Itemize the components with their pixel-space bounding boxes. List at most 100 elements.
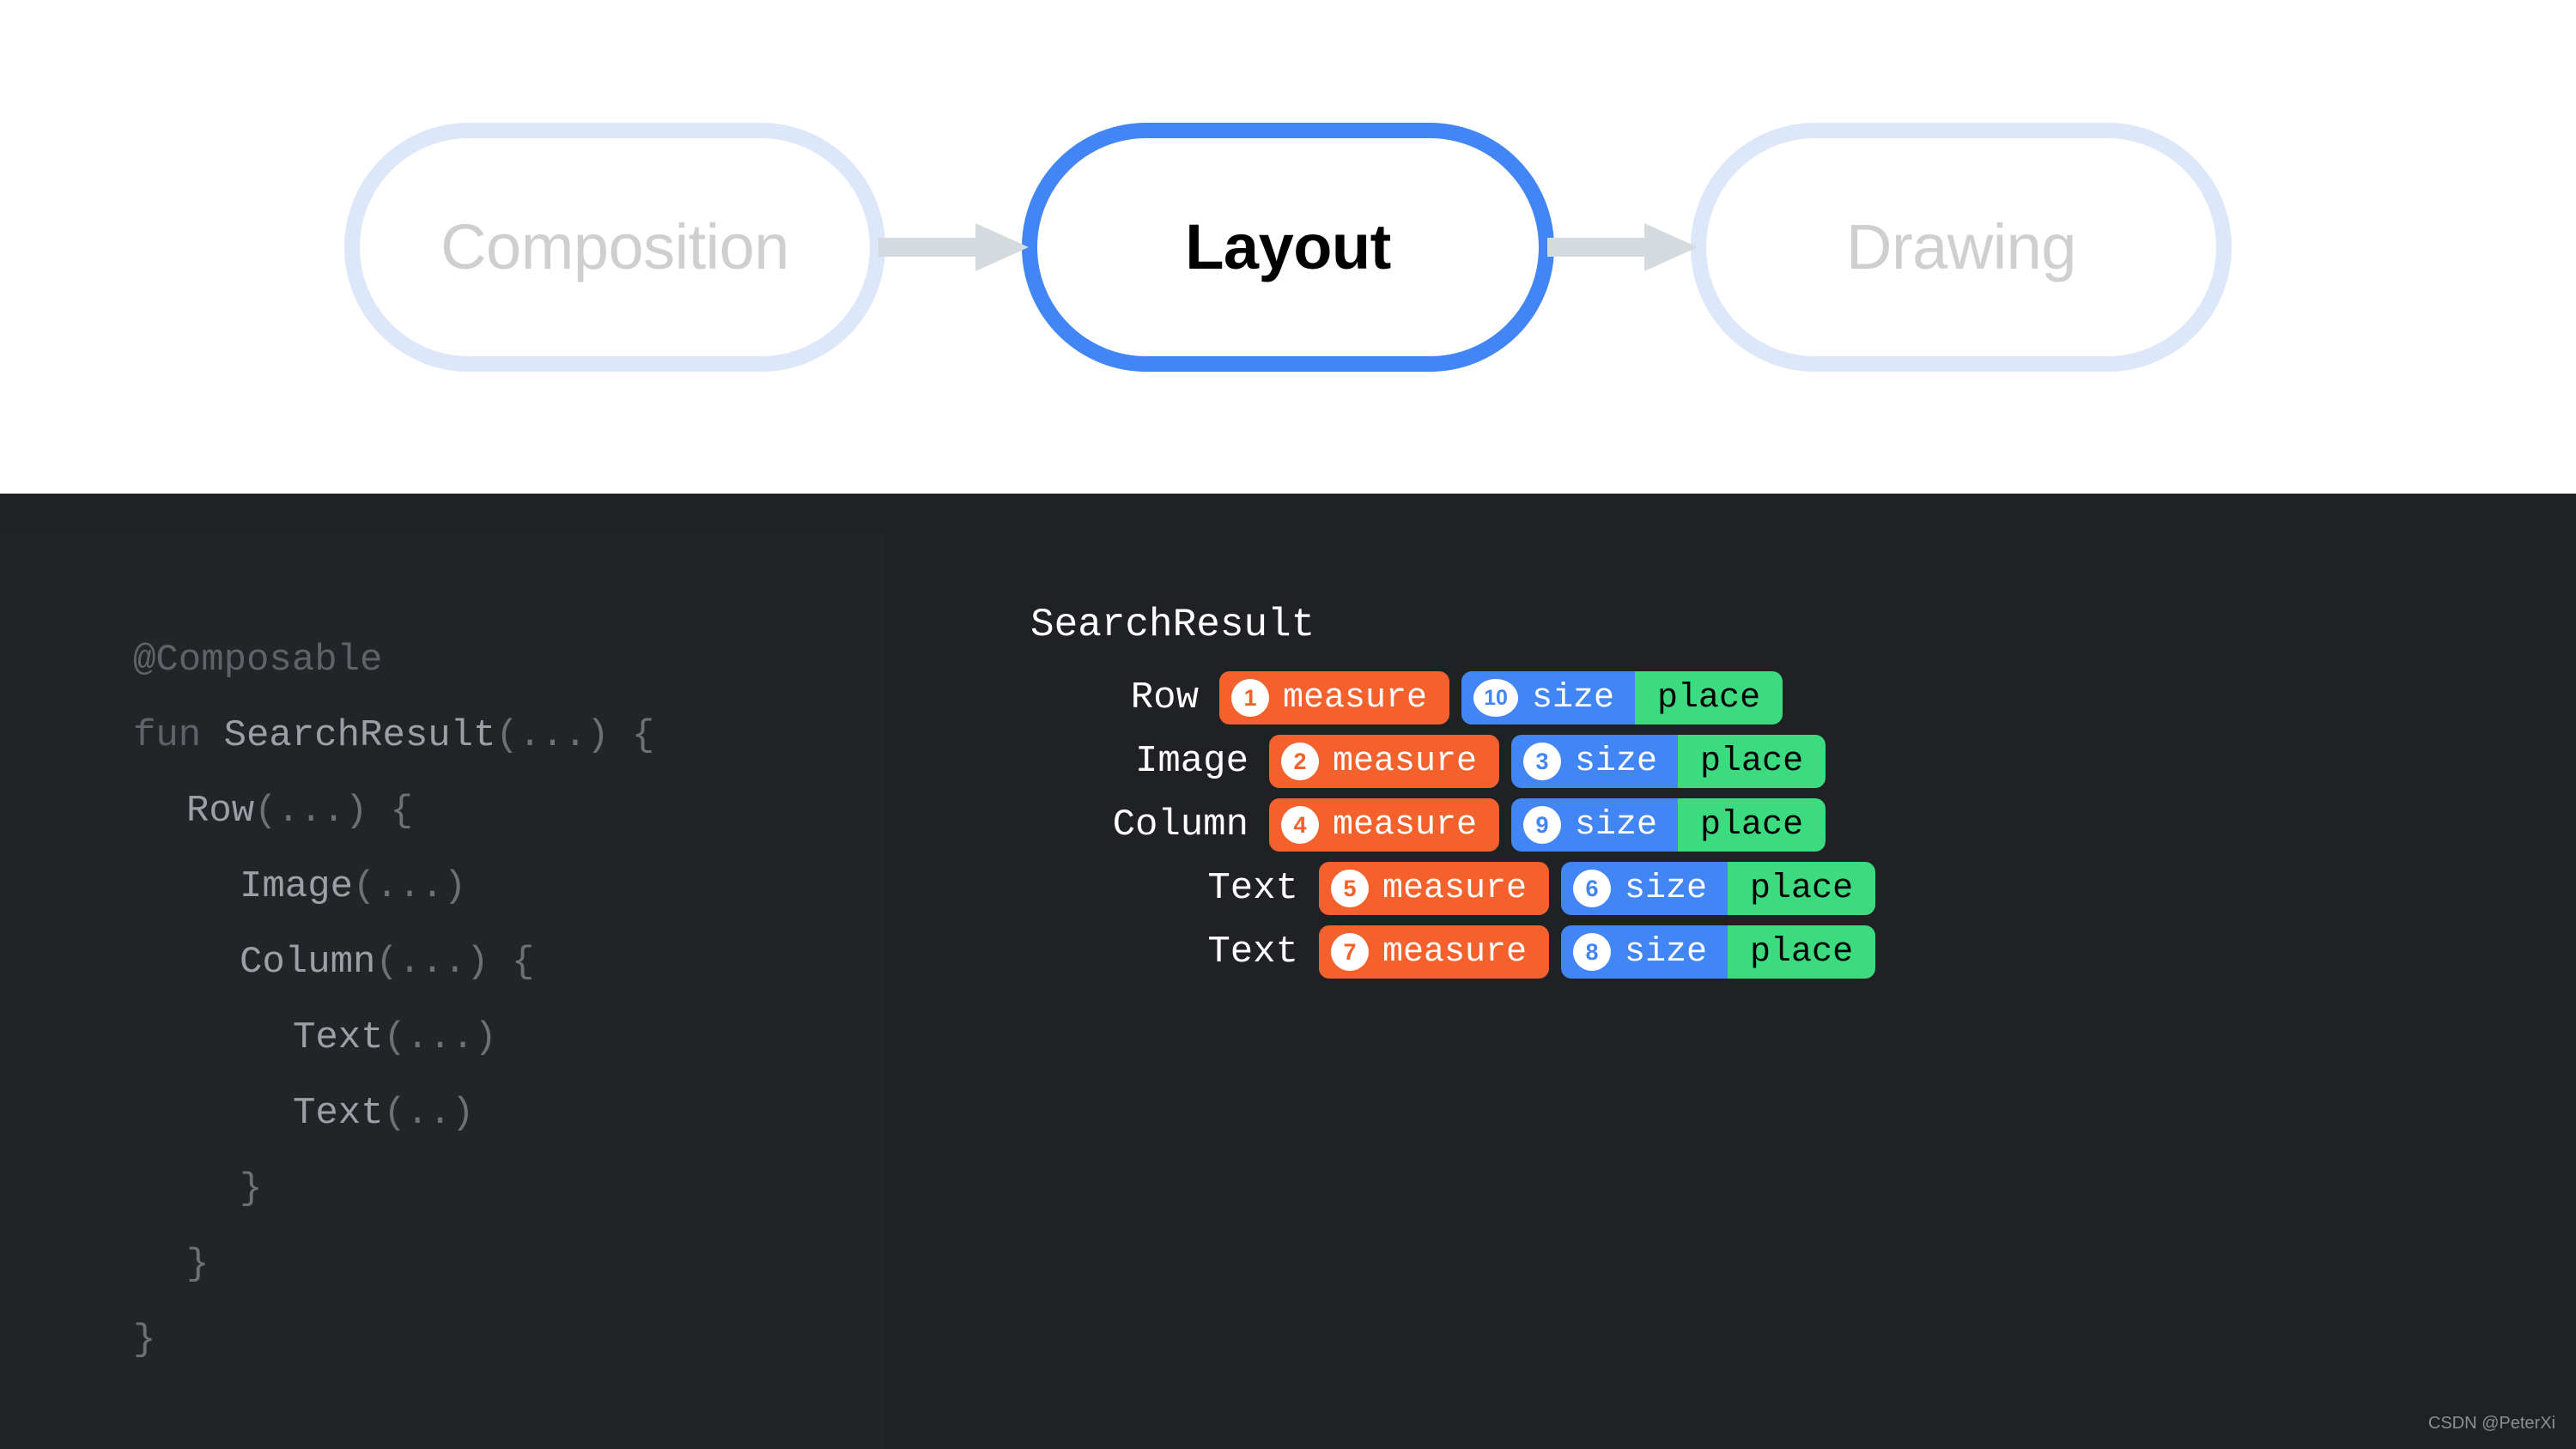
arrow-right-icon-2: [1547, 222, 1698, 271]
code-token: SearchResult: [223, 714, 496, 757]
size-label: size: [1575, 742, 1658, 781]
phase-label-composition: Composition: [440, 211, 789, 282]
size-segment[interactable]: 6 size: [1561, 862, 1728, 915]
node-label-column-2: Column: [1112, 803, 1249, 846]
step-number-badge: 1: [1231, 679, 1269, 717]
code-token: (...) {: [375, 941, 535, 984]
code-token: fun: [133, 714, 224, 757]
size-segment[interactable]: 8 size: [1561, 925, 1728, 979]
phase-pill-layout[interactable]: Layout: [1022, 122, 1554, 372]
arrow-shaft: [878, 237, 981, 257]
measure-label: measure: [1283, 678, 1428, 718]
node-chips: 5 measure 6 size place: [1319, 862, 1876, 915]
code-line: @Composable: [133, 622, 654, 698]
code-token: }: [186, 1243, 210, 1286]
step-number-badge: 9: [1523, 806, 1562, 844]
phase-pipeline: Composition Layout Drawing: [0, 0, 2576, 494]
code-line: }: [133, 1151, 654, 1227]
place-segment[interactable]: place: [1678, 798, 1826, 852]
code-line: fun SearchResult(...) {: [133, 698, 654, 773]
code-token: (...): [383, 1016, 497, 1059]
code-line: Text(..): [133, 1076, 654, 1151]
step-number-badge: 4: [1281, 806, 1319, 844]
node-label-text-4: Text: [1207, 931, 1298, 973]
step-number-badge: 3: [1523, 743, 1562, 780]
size-place-chip[interactable]: 8 size place: [1561, 925, 1876, 979]
diagram-title: SearchResult: [1030, 603, 1315, 647]
code-token: (..): [383, 1092, 475, 1135]
code-token: (...) {: [254, 790, 414, 833]
node-label-text-3: Text: [1207, 867, 1298, 910]
diagram-row: Text 5 measure 6 size place: [1130, 862, 1876, 915]
node-label-image-1: Image: [1134, 740, 1249, 783]
size-place-chip[interactable]: 9 size place: [1511, 798, 1826, 852]
step-number-badge: 6: [1573, 870, 1612, 907]
diagram-row: Column 4 measure 9 size place: [1080, 798, 1875, 852]
size-label: size: [1625, 869, 1708, 908]
step-number-badge: 10: [1473, 679, 1519, 717]
place-label: place: [1700, 805, 1804, 845]
place-label: place: [1700, 742, 1804, 781]
node-chips: 4 measure 9 size place: [1269, 798, 1826, 852]
code-token: @Composable: [133, 639, 383, 682]
code-line: Text(...): [133, 1000, 654, 1076]
diagram-row: Row 1 measure 10 size place: [1030, 671, 1875, 724]
measure-label: measure: [1333, 742, 1478, 781]
phase-pill-composition[interactable]: Composition: [344, 122, 885, 372]
phase-label-drawing: Drawing: [1846, 211, 2076, 282]
step-number-badge: 5: [1331, 870, 1369, 907]
watermark: CSDN @PeterXi: [2427, 1414, 2555, 1433]
size-segment[interactable]: 9 size: [1511, 798, 1679, 852]
step-number-badge: 7: [1331, 933, 1369, 971]
code-token: }: [133, 1319, 156, 1361]
code-token: (...) {: [495, 714, 655, 757]
code-line: Image(...): [133, 849, 654, 925]
measure-chip[interactable]: 5 measure: [1319, 862, 1550, 915]
place-segment[interactable]: place: [1728, 925, 1876, 979]
place-label: place: [1657, 678, 1761, 718]
phase-label-layout: Layout: [1185, 211, 1391, 282]
code-line: Row(...) {: [133, 773, 654, 849]
place-segment[interactable]: place: [1635, 671, 1783, 724]
size-segment[interactable]: 10 size: [1461, 671, 1636, 724]
size-place-chip[interactable]: 10 size place: [1461, 671, 1783, 724]
measure-label: measure: [1382, 869, 1528, 908]
place-label: place: [1750, 869, 1854, 908]
phase-bar: Composition Layout Drawing: [0, 0, 2576, 494]
size-place-chip[interactable]: 6 size place: [1561, 862, 1876, 915]
measure-chip[interactable]: 4 measure: [1269, 798, 1500, 852]
measure-chip[interactable]: 1 measure: [1219, 671, 1450, 724]
code-token: Text: [293, 1016, 384, 1059]
arrow-shaft: [1547, 237, 1650, 257]
code-token: Text: [293, 1092, 384, 1135]
code-line: Column(...) {: [133, 925, 654, 1000]
place-segment[interactable]: place: [1678, 735, 1826, 788]
node-chips: 1 measure 10 size place: [1219, 671, 1783, 724]
code-token: }: [240, 1167, 263, 1210]
phase-pill-drawing[interactable]: Drawing: [1691, 122, 2232, 372]
arrow-head: [975, 222, 1029, 271]
node-label-row-0: Row: [1130, 676, 1199, 719]
size-label: size: [1625, 932, 1708, 972]
size-place-chip[interactable]: 3 size place: [1511, 735, 1826, 788]
size-label: size: [1575, 805, 1658, 845]
code-token: Row: [186, 790, 255, 833]
arrow-head: [1644, 222, 1698, 271]
step-number-badge: 8: [1573, 933, 1612, 971]
place-label: place: [1750, 932, 1854, 972]
code-token: Column: [240, 941, 376, 984]
size-label: size: [1532, 678, 1615, 718]
place-segment[interactable]: place: [1728, 862, 1876, 915]
measure-label: measure: [1333, 805, 1478, 845]
size-segment[interactable]: 3 size: [1511, 735, 1679, 788]
